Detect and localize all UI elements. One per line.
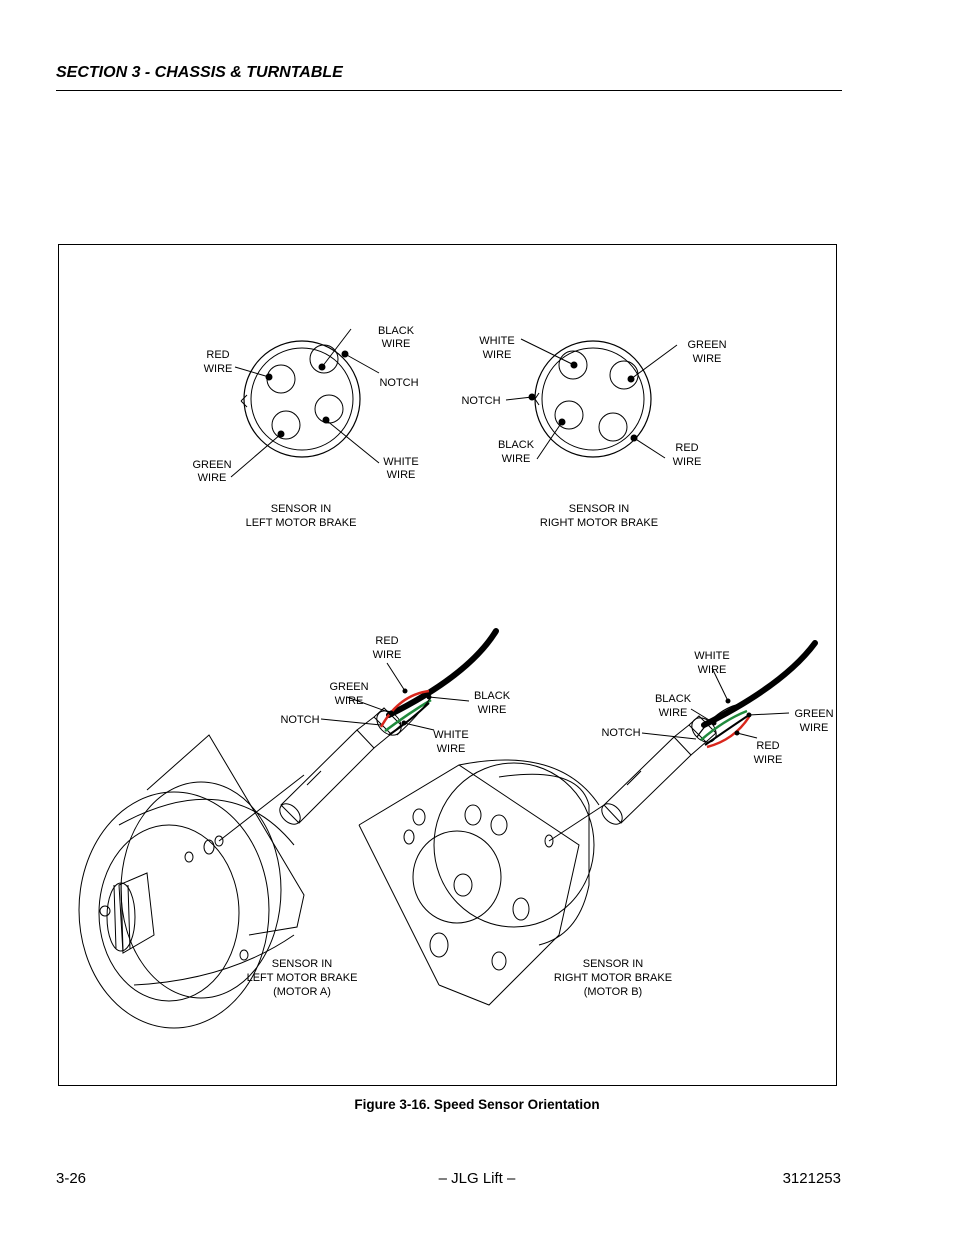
right-face-black-wire-l2: WIRE [502,453,531,465]
right-assy-white-wire-l1: WHITE [694,650,729,662]
left-face-title-l2: LEFT MOTOR BRAKE [246,517,357,529]
right-face-title-l1: SENSOR IN [569,503,630,515]
right-face-green-wire-l2: WIRE [693,353,722,365]
right-face-green-wire-l1: GREEN [687,339,726,351]
left-sensor-wires [379,628,499,736]
right-face-notch: NOTCH [461,395,500,407]
left-assy-white-wire-l1: WHITE [433,729,468,741]
left-sensor-face-drawing [230,328,380,478]
header-rule [56,90,842,91]
right-assy-red-wire-l1: RED [756,740,779,752]
right-face-red-wire-l2: WIRE [673,456,702,468]
right-assy-green-wire-l1: GREEN [794,708,833,720]
left-assy-title-l3: (MOTOR A) [273,986,331,998]
left-motor-brake-drawing [78,734,305,1029]
right-assy-title-l1: SENSOR IN [583,958,644,970]
right-assy-red-wire-l2: WIRE [754,754,783,766]
left-assy-green-wire-l1: GREEN [329,681,368,693]
left-assy-notch: NOTCH [280,714,319,726]
left-assy-black-wire-l2: WIRE [478,704,507,716]
document-number: 3121253 [782,1170,841,1187]
right-assy-black-wire-l1: BLACK [655,693,692,705]
left-face-green-wire-l2: WIRE [198,472,227,484]
left-assy-red-wire-l1: RED [375,635,398,647]
left-assy-title-l1: SENSOR IN [272,958,333,970]
left-face-white-wire-l1: WHITE [383,456,418,468]
left-face-white-wire-l2: WIRE [387,469,416,481]
right-face-title-l2: RIGHT MOTOR BRAKE [540,517,658,529]
right-face-red-wire-l1: RED [675,442,698,454]
left-face-green-wire-l1: GREEN [192,459,231,471]
right-assy-title-l2: RIGHT MOTOR BRAKE [554,972,672,984]
figure-frame: RED WIRE BLACK WIRE NOTCH GREEN WIRE WHI… [58,244,837,1086]
left-assy-black-wire-l1: BLACK [474,690,511,702]
footer-publisher: – JLG Lift – [438,1170,516,1187]
right-sensor-wires [696,640,818,749]
right-assy-notch: NOTCH [601,727,640,739]
left-assy-title-l2: LEFT MOTOR BRAKE [247,972,358,984]
left-assy-green-wire-l2: WIRE [335,695,364,707]
speed-sensor-diagram: RED WIRE BLACK WIRE NOTCH GREEN WIRE WHI… [78,325,834,1029]
left-assy-red-wire-l2: WIRE [373,649,402,661]
page-number: 3-26 [56,1170,87,1187]
figure-caption: Figure 3-16. Speed Sensor Orientation [354,1097,600,1112]
left-face-notch: NOTCH [379,377,418,389]
left-face-black-wire-l2: WIRE [382,338,411,350]
right-sensor-face-drawing [505,338,678,460]
right-motor-brake-drawing [358,759,605,1006]
right-face-white-wire-l2: WIRE [483,349,512,361]
section-header: SECTION 3 - CHASSIS & TURNTABLE [56,64,343,81]
left-assy-white-wire-l2: WIRE [437,743,466,755]
right-face-black-wire-l1: BLACK [498,439,535,451]
right-assy-green-wire-l2: WIRE [800,722,829,734]
right-assy-white-wire-l2: WIRE [698,664,727,676]
right-face-white-wire-l1: WHITE [479,335,514,347]
left-face-black-wire-l1: BLACK [378,325,415,337]
right-assy-title-l3: (MOTOR B) [584,986,642,998]
left-face-title-l1: SENSOR IN [271,503,332,515]
left-face-red-wire-l1: RED [206,349,229,361]
left-face-red-wire-l2: WIRE [204,363,233,375]
right-assy-black-wire-l2: WIRE [659,707,688,719]
